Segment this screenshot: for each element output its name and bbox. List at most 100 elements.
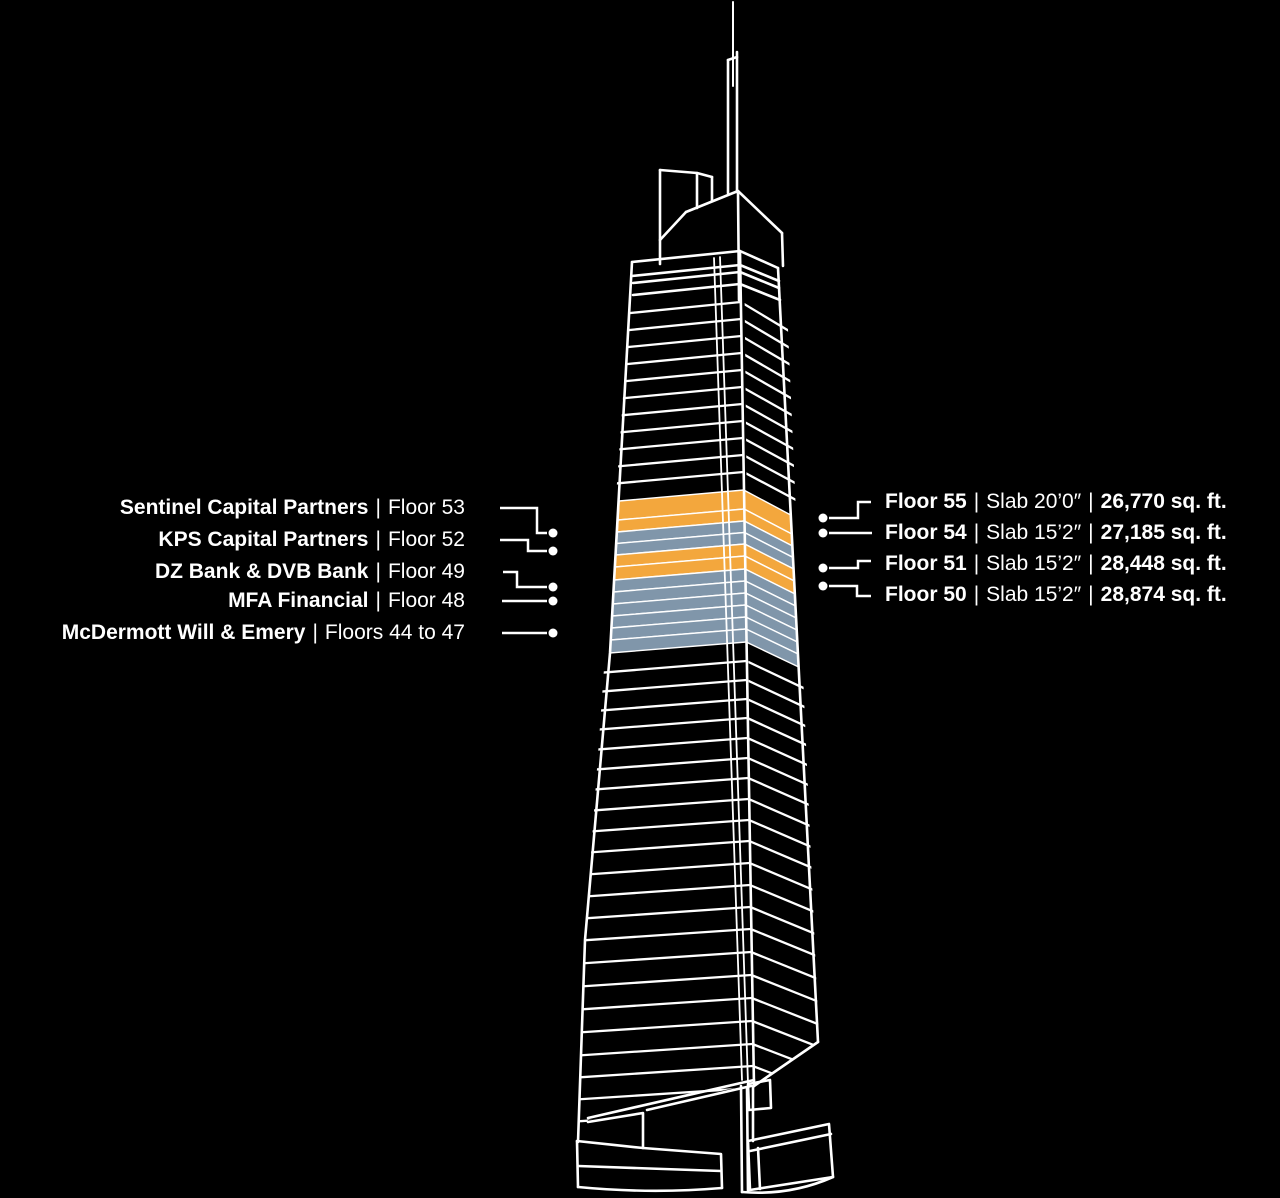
divider: | (973, 490, 980, 513)
floor-line (746, 716, 812, 749)
left-face-floor-lines (578, 300, 753, 1123)
leader-dot (548, 582, 558, 592)
leader-line-floor-52 (500, 538, 547, 553)
tenant-name: KPS Capital Partners (158, 528, 369, 551)
divider: | (1088, 490, 1094, 513)
shaft-edges (576, 249, 820, 1144)
floor-line (578, 905, 751, 920)
floor-line (595, 716, 748, 731)
callout-floor-48: MFA Financial | Floor 48 (228, 585, 465, 617)
floor-line (612, 470, 744, 485)
floor-label: Floor 53 (387, 496, 465, 519)
divider: | (973, 583, 980, 606)
floor-line (578, 996, 752, 1011)
floor-line (622, 300, 741, 315)
floor-line (615, 419, 743, 434)
floor-label: Floors 44 to 47 (324, 621, 465, 644)
floor-line (749, 883, 819, 916)
tenant-name: MFA Financial (228, 589, 369, 612)
floor-line (578, 1064, 753, 1079)
leader-dot (818, 528, 828, 538)
floor-line (747, 736, 813, 769)
floor-line (753, 1110, 831, 1139)
leader-dot (548, 546, 558, 556)
floor-area: 28,448 sq. ft. (1100, 552, 1227, 575)
floor-area: 27,185 sq. ft. (1100, 521, 1227, 544)
callout-floor-55: Floor 55|Slab 20’0″|26,770 sq. ft. (885, 486, 1227, 518)
floor-line (746, 697, 811, 730)
leader-dot (818, 581, 828, 591)
floor-line (751, 1042, 819, 1075)
left-leader-lines (500, 506, 547, 635)
divider: | (1088, 583, 1094, 606)
divider: | (375, 528, 381, 551)
divider: | (973, 521, 980, 544)
leader-line-floor-55 (829, 500, 871, 520)
floor-line (620, 334, 742, 349)
availability-callouts: Floor 55|Slab 20’0″|26,770 sq. ft. Floor… (885, 0, 1280, 1198)
floor-label: Floor 52 (387, 528, 465, 551)
slab-height: Slab 15’2″ (986, 552, 1082, 575)
floor-line (578, 1086, 753, 1101)
callout-floor-54: Floor 54|Slab 15’2″|27,185 sq. ft. (885, 517, 1227, 549)
floor-line (750, 927, 819, 960)
floor-line (618, 368, 743, 383)
tenant-name: Sentinel Capital Partners (119, 496, 369, 519)
floor-line (578, 973, 752, 988)
slab-height: Slab 15’2″ (986, 521, 1082, 544)
floor-line (600, 659, 747, 674)
floor-line (750, 973, 819, 1006)
floor-line (578, 1042, 753, 1057)
floor-line (747, 776, 815, 809)
divider: | (375, 589, 381, 612)
leader-dot (548, 596, 558, 606)
right-leader-dots (818, 513, 828, 591)
floor-label: Floor 51 (885, 552, 967, 575)
callout-floor-50: Floor 50|Slab 15’2″|28,874 sq. ft. (885, 579, 1227, 611)
floor-line (596, 697, 748, 712)
floor-line (613, 453, 744, 468)
floor-label: Floor 49 (387, 560, 465, 583)
divider: | (375, 496, 381, 519)
left-leader-dots (548, 528, 558, 638)
floor-line (588, 797, 749, 812)
divider: | (1088, 552, 1094, 575)
floor-line (593, 736, 748, 751)
slab-height: Slab 15’2″ (986, 583, 1082, 606)
floor-line (748, 797, 816, 830)
divider: | (375, 560, 381, 583)
divider: | (1088, 521, 1094, 544)
floor-area: 28,874 sq. ft. (1100, 583, 1227, 606)
leader-dot (548, 628, 558, 638)
floor-line (598, 678, 747, 693)
floor-line (749, 905, 819, 938)
floor-label: Floor 55 (885, 490, 967, 513)
floor-line (584, 839, 750, 854)
floor-line (621, 317, 742, 332)
leader-dot (548, 528, 558, 538)
floor-line (748, 839, 818, 872)
floor-line (591, 756, 748, 771)
leader-line-floor-50 (829, 584, 871, 598)
leader-dot (818, 563, 828, 573)
floor-line (590, 776, 749, 791)
leader-line-floor-49 (503, 570, 547, 589)
floor-line (748, 818, 817, 851)
divider: | (973, 552, 980, 575)
floor-line (582, 861, 750, 876)
floor-line (746, 678, 810, 711)
floor-line (586, 818, 749, 833)
floor-label: Floor 48 (387, 589, 465, 612)
floor-line (747, 756, 814, 789)
right-leader-lines (829, 500, 872, 598)
parapet-bands (630, 249, 782, 302)
crown (658, 189, 785, 302)
floor-line (614, 436, 744, 451)
tenant-name: McDermott Will & Emery (61, 621, 306, 644)
callout-floor-52: KPS Capital Partners | Floor 52 (158, 524, 465, 556)
floor-line (751, 996, 819, 1029)
leader-line-floor-51 (829, 559, 871, 570)
divider: | (312, 621, 318, 644)
